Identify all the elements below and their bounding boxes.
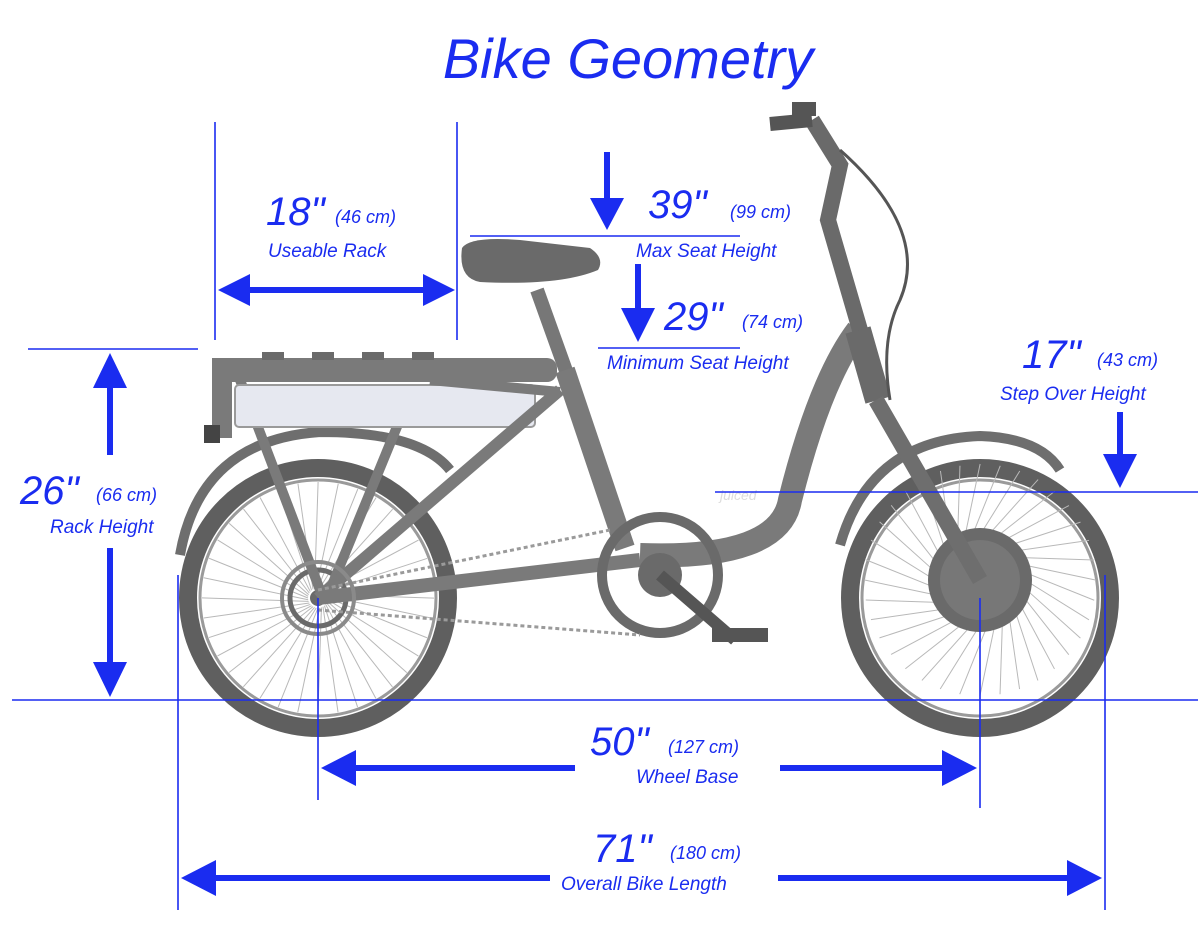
rack-height-metric: (66 cm): [96, 485, 157, 505]
wheel-spoke: [971, 465, 1001, 536]
min-seat-metric: (74 cm): [742, 312, 803, 332]
wheel-spoke: [979, 622, 996, 697]
wheel-spoke: [863, 579, 938, 596]
wheel-base-value: 50": [590, 720, 650, 764]
min-seat-value: 29": [663, 295, 724, 339]
brand-mark: juiced: [718, 487, 758, 503]
wheel-spoke: [1021, 595, 1070, 655]
max-seat-metric: (99 cm): [730, 202, 791, 222]
max-seat-value: 39": [648, 183, 708, 227]
rack-height-label: Rack Height: [50, 517, 154, 538]
wheel-spoke: [870, 539, 936, 581]
overall-length-dimension: 71" (180 cm) Overall Bike Length: [177, 575, 1106, 910]
step-over-value: 17": [1022, 333, 1082, 377]
rack-height-value: 26": [19, 469, 80, 513]
wheel-spoke: [1018, 602, 1055, 670]
min-seat-label: Minimum Seat Height: [607, 353, 789, 374]
rack-length-metric: (46 cm): [335, 207, 396, 227]
battery-pack: [234, 384, 536, 428]
rear-fender: [175, 426, 454, 556]
rack-height-dimension: 26" (66 cm) Rack Height: [19, 348, 198, 697]
wheel-spoke: [1008, 521, 1081, 547]
overall-length-value: 71": [593, 827, 653, 871]
wheel-spoke: [999, 618, 1003, 695]
max-seat-height-dimension: 39" (99 cm) Max Seat Height: [470, 152, 791, 262]
wheel-spoke: [1023, 587, 1081, 639]
front-fender: [835, 430, 1065, 547]
saddle: [461, 239, 601, 283]
wheel-spoke: [987, 479, 1039, 537]
wheel-spoke: [1022, 564, 1097, 581]
wheel-base-dimension: 50" (127 cm) Wheel Base: [317, 598, 981, 808]
wheel-spoke: [1024, 579, 1090, 621]
wheel-spoke: [905, 621, 965, 670]
overall-length-metric: (180 cm): [670, 843, 741, 863]
wheel-spoke: [959, 624, 989, 695]
rack-length-label: Useable Rack: [268, 241, 388, 262]
wheel-base-label: Wheel Base: [636, 767, 738, 788]
wheel-spoke: [890, 618, 958, 655]
overall-length-label: Overall Bike Length: [561, 874, 727, 895]
wheel-spoke: [1024, 571, 1095, 601]
wheel-base-metric: (127 cm): [668, 737, 739, 757]
wheel-spoke: [995, 490, 1055, 539]
wheel-spoke: [1002, 505, 1070, 542]
step-over-height-dimension: 17" (43 cm) Step Over Height: [715, 333, 1198, 493]
step-over-metric: (43 cm): [1097, 350, 1158, 370]
wheel-spoke: [1008, 614, 1021, 690]
rack-length-value: 18": [266, 190, 326, 234]
wheel-spoke: [1014, 539, 1090, 552]
step-over-label: Step Over Height: [1000, 384, 1146, 405]
wheel-spoke: [964, 463, 981, 538]
wheel-spoke: [921, 623, 973, 681]
wheel-spoke: [939, 624, 981, 690]
bike-illustration: juiced: [175, 102, 1119, 737]
wheel-spoke: [890, 505, 939, 565]
wheel-spoke: [979, 470, 1021, 536]
min-seat-height-dimension: 29" (74 cm) Minimum Seat Height: [598, 264, 803, 374]
wheel-spoke: [879, 521, 937, 573]
drivetrain: [317, 512, 768, 645]
wheel-spoke: [879, 613, 952, 639]
wheel-spoke: [865, 599, 942, 603]
max-seat-label: Max Seat Height: [636, 241, 777, 262]
wheel-spoke: [1013, 608, 1039, 681]
wheel-spoke: [870, 608, 946, 621]
page-title: Bike Geometry: [443, 27, 816, 90]
wheel-spoke: [905, 490, 942, 558]
rack-length-dimension: 18" (46 cm) Useable Rack: [214, 122, 458, 340]
wheel-spoke: [1018, 557, 1095, 561]
wheel-spoke: [865, 559, 936, 589]
